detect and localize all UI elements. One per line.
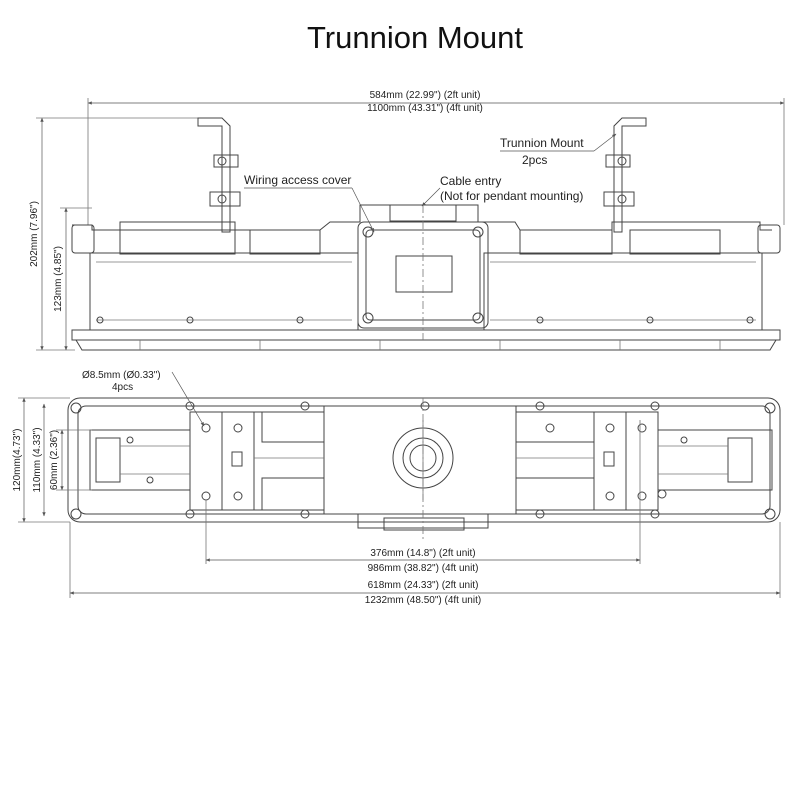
depth-120-dimension: 120mm(4.73") <box>12 397 70 523</box>
height-total-dimension: 202mm (7.96") <box>29 117 205 351</box>
trunnion-mount-callout: Trunnion Mount 2pcs <box>500 133 617 167</box>
bottom-outer-4ft-label: 1232mm (48.50") (4ft unit) <box>365 595 481 606</box>
trunnion-qty-label: 2pcs <box>522 153 547 167</box>
top-width-dimension: 584mm (22.99") (2ft unit) 1100mm (43.31"… <box>87 90 785 225</box>
depth-110-dimension: 110mm (4.33") <box>32 403 46 517</box>
height-total-label: 202mm (7.96") <box>29 201 40 267</box>
wiring-access-label: Wiring access cover <box>244 173 351 187</box>
front-elevation-view <box>71 117 781 351</box>
depth-110-label: 110mm (4.33") <box>32 427 43 492</box>
bottom-outer-dimension: 618mm (24.33") (2ft unit) 1232mm (48.50"… <box>69 522 781 606</box>
bottom-inner-4ft-label: 986mm (38.82") (4ft unit) <box>368 563 479 574</box>
right-trunnion-bracket <box>603 117 647 233</box>
trunnion-mount-label: Trunnion Mount <box>500 136 584 150</box>
mount-hole <box>201 491 211 501</box>
depth-60-label: 60mm (2.36") <box>49 430 60 490</box>
page-title: Trunnion Mount <box>307 20 523 55</box>
cable-entry-note: (Not for pendant mounting) <box>440 189 583 203</box>
cable-entry-label: Cable entry <box>440 174 501 188</box>
height-body-dimension: 123mm (4.85") <box>53 207 92 351</box>
hole-diameter-callout: Ø8.5mm (Ø0.33") 4pcs <box>82 370 205 427</box>
depth-120-label: 120mm(4.73") <box>12 428 23 491</box>
height-body-label: 123mm (4.85") <box>53 246 64 312</box>
bottom-inner-dimension: 376mm (14.8") (2ft unit) 986mm (38.82") … <box>205 420 641 574</box>
plan-view <box>67 397 781 540</box>
cable-entry-callout: Cable entry (Not for pendant mounting) <box>421 174 583 207</box>
wiring-access-callout: Wiring access cover <box>244 173 375 233</box>
mount-hole <box>201 423 211 433</box>
hole-qty-label: 4pcs <box>112 382 133 393</box>
top-width-2ft-label: 584mm (22.99") (2ft unit) <box>370 90 481 101</box>
hole-diameter-label: Ø8.5mm (Ø0.33") <box>82 370 161 381</box>
bottom-outer-2ft-label: 618mm (24.33") (2ft unit) <box>368 580 479 591</box>
left-trunnion-bracket <box>197 117 241 233</box>
depth-60-dimension: 60mm (2.36") <box>49 429 92 491</box>
top-width-4ft-label: 1100mm (43.31") (4ft unit) <box>367 103 483 114</box>
bottom-inner-2ft-label: 376mm (14.8") (2ft unit) <box>370 548 475 559</box>
